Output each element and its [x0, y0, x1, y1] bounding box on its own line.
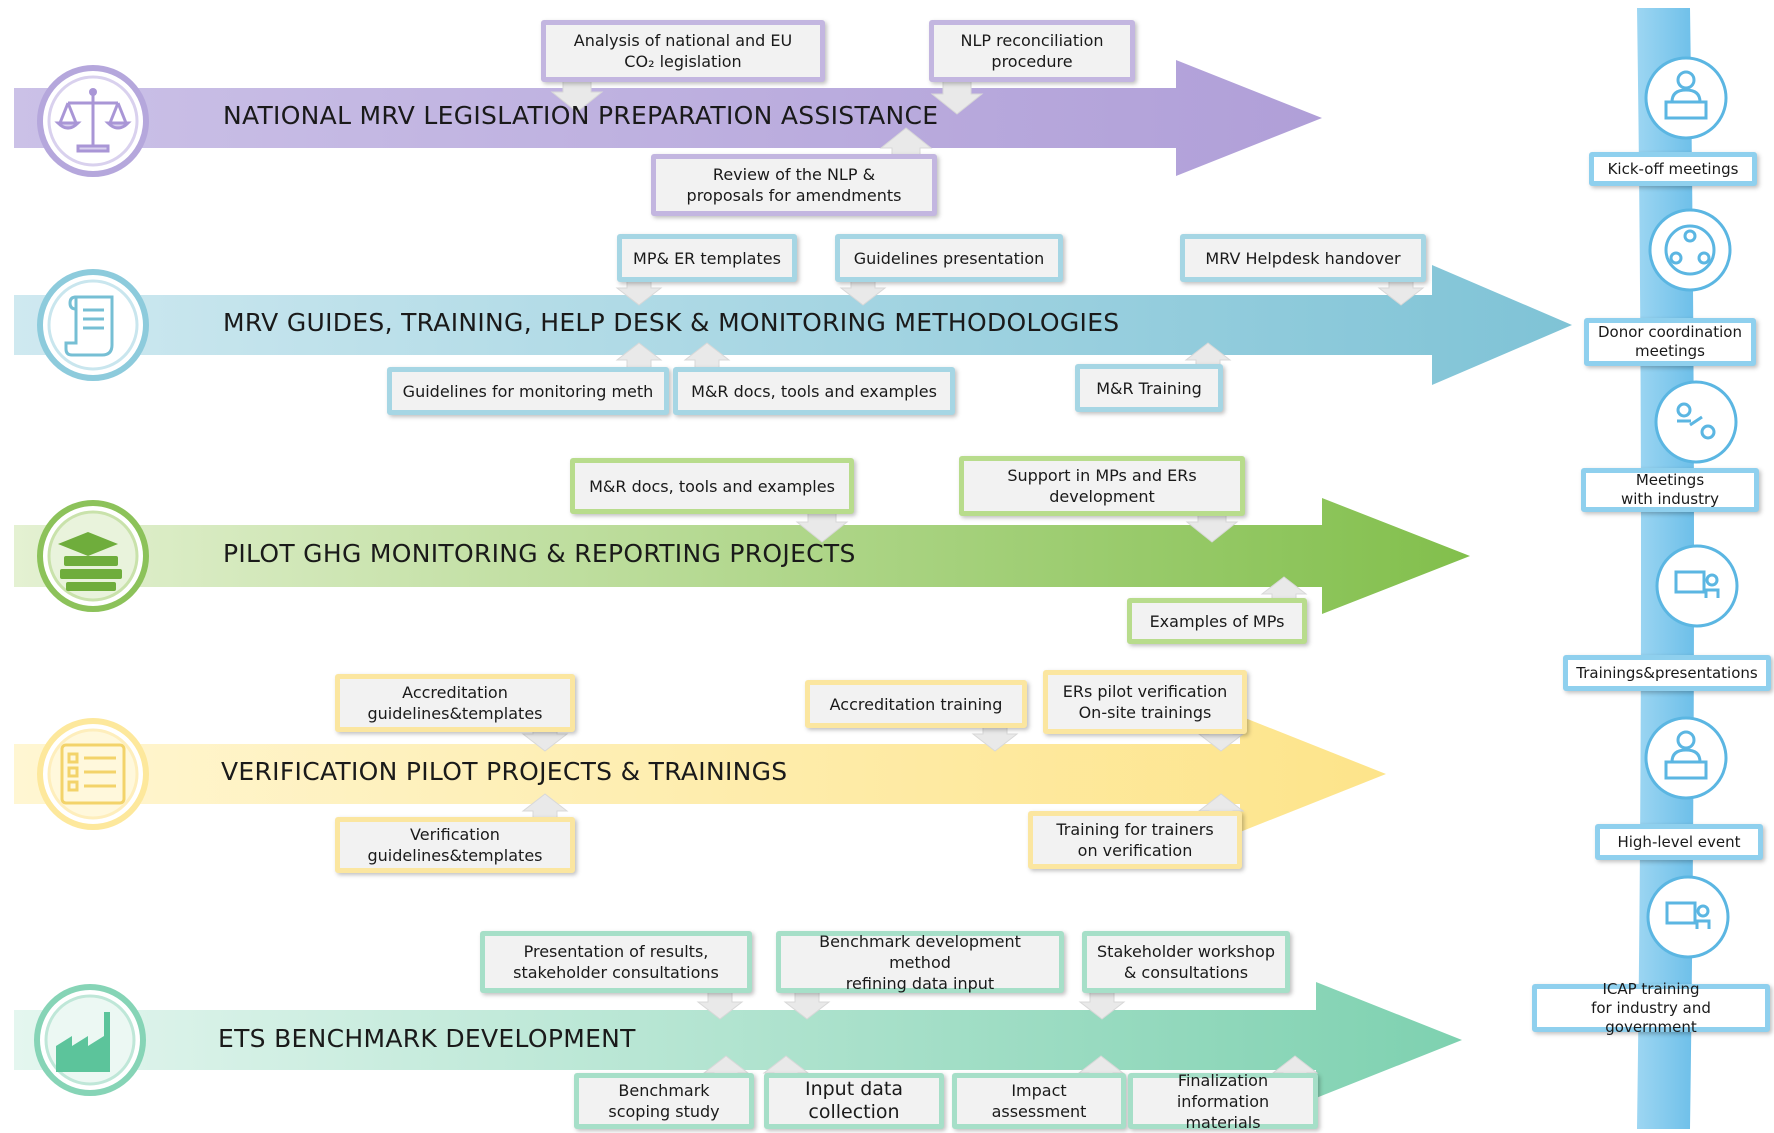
- activity-box: NLP reconciliation procedure: [929, 20, 1135, 82]
- activity-box: M&R docs, tools and examples: [673, 367, 955, 415]
- activity-box: Guidelines for monitoring meth: [387, 367, 669, 415]
- group-circle-icon: [1648, 208, 1732, 292]
- activity-box: Verification guidelines&templates: [335, 817, 575, 873]
- stream-title-legislation: NATIONAL MRV LEGISLATION PREPARATION ASS…: [223, 101, 939, 130]
- stream-title-guides: MRV GUIDES, TRAINING, HELP DESK & MONITO…: [223, 308, 1120, 337]
- graduation-cap-stack-icon: [37, 500, 149, 612]
- presenter-at-screen-icon: [1655, 544, 1739, 628]
- speaker-at-podium-icon: [1644, 716, 1728, 800]
- side-event-label: Meetings with industry: [1581, 468, 1759, 512]
- activity-box: Finalization information materials: [1128, 1071, 1318, 1132]
- activity-box: Training for trainers on verification: [1028, 811, 1242, 869]
- stream-title-pilot: PILOT GHG MONITORING & REPORTING PROJECT…: [223, 539, 856, 568]
- legislation-arrow: [14, 60, 1322, 176]
- side-event-label: Trainings&presentations: [1563, 655, 1771, 691]
- stream-title-verification: VERIFICATION PILOT PROJECTS & TRAININGS: [221, 757, 788, 786]
- activity-box: Input data collection: [764, 1073, 944, 1129]
- scroll-document-icon: [37, 269, 149, 381]
- factory-icon: [34, 984, 146, 1096]
- connector-arrow: [930, 79, 984, 115]
- activity-box: MP& ER templates: [617, 234, 797, 282]
- activity-box: Guidelines presentation: [835, 234, 1063, 282]
- people-exchange-icon: [1654, 380, 1738, 464]
- checklist-icon: [37, 718, 149, 830]
- side-event-label: Kick-off meetings: [1589, 152, 1757, 186]
- side-event-label: ICAP training for industry and governmen…: [1532, 980, 1770, 1036]
- activity-box: Stakeholder workshop & consultations: [1082, 931, 1290, 993]
- pilot-arrow: [14, 498, 1470, 614]
- activity-box: ERs pilot verification On-site trainings: [1043, 670, 1247, 734]
- activity-box: Impact assessment: [952, 1073, 1126, 1129]
- guides-arrow: [14, 265, 1572, 385]
- activity-box: Accreditation training: [805, 680, 1027, 728]
- activity-box: Analysis of national and EU CO₂ legislat…: [541, 20, 825, 82]
- activity-box: Support in MPs and ERs development: [959, 456, 1245, 516]
- activity-box: M&R docs, tools and examples: [570, 458, 854, 514]
- stream-title-benchmark: ETS BENCHMARK DEVELOPMENT: [218, 1024, 636, 1053]
- activity-box: MRV Helpdesk handover: [1180, 234, 1426, 282]
- side-event-label: Donor coordination meetings: [1584, 318, 1756, 366]
- scales-of-justice-icon: [37, 65, 149, 177]
- connector-arrow: [550, 79, 604, 113]
- verification-arrow: [14, 716, 1386, 832]
- activity-box: M&R Training: [1075, 364, 1223, 412]
- activity-box: Review of the NLP & proposals for amendm…: [651, 154, 937, 216]
- activity-box: Examples of MPs: [1127, 598, 1307, 644]
- speaker-at-podium-icon: [1644, 56, 1728, 140]
- activity-box: Benchmark development method refining da…: [776, 931, 1064, 993]
- activity-box: Accreditation guidelines&templates: [335, 674, 575, 732]
- activity-box: Presentation of results, stakeholder con…: [480, 931, 752, 993]
- side-event-label: High-level event: [1595, 824, 1763, 860]
- presenter-at-screen-icon: [1646, 875, 1730, 959]
- activity-box: Benchmark scoping study: [574, 1073, 754, 1129]
